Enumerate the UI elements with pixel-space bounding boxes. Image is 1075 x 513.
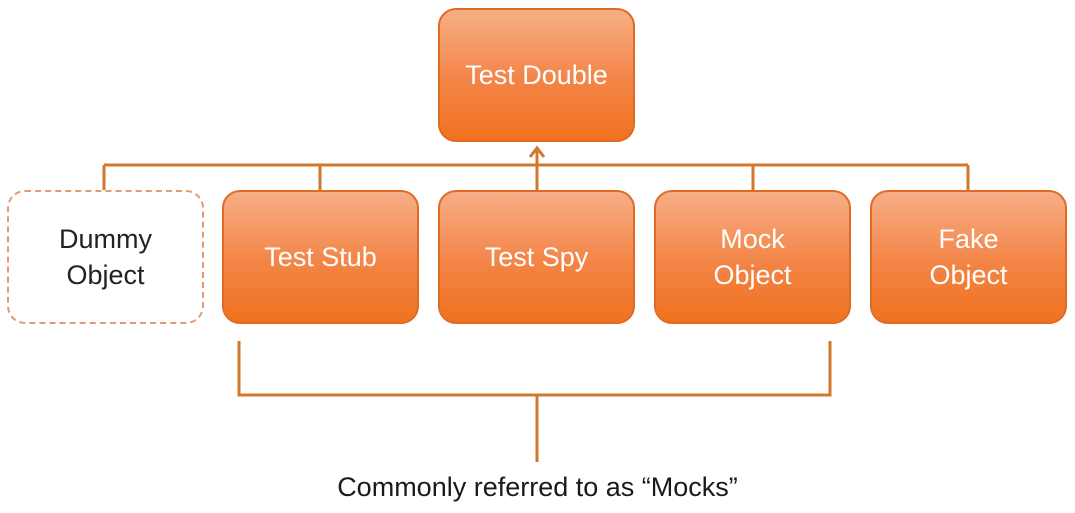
dummy-object-box: Dummy Object — [7, 190, 204, 324]
mocks-bracket — [237, 341, 832, 397]
mock-object-box: Mock Object — [654, 190, 851, 324]
test-double-label: Test Double — [465, 60, 608, 90]
mocks-caption: Commonly referred to as “Mocks” — [337, 472, 738, 502]
dummy-object-label: Dummy Object — [59, 224, 152, 290]
fake-object-label: Fake Object — [929, 224, 1008, 290]
inheritance-arrowhead — [528, 145, 546, 158]
test-stub-label: Test Stub — [264, 242, 377, 272]
test-spy-label: Test Spy — [484, 242, 589, 272]
test-stub-box: Test Stub — [222, 190, 419, 324]
test-spy-box: Test Spy — [438, 190, 635, 324]
mock-object-label: Mock Object — [713, 224, 792, 290]
fake-object-box: Fake Object — [870, 190, 1067, 324]
test-double-box: Test Double — [438, 8, 635, 142]
